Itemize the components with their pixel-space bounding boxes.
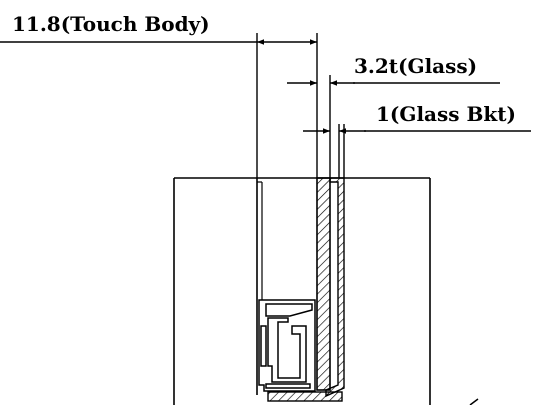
touch-body (256, 178, 263, 395)
glass-bracket (325, 177, 345, 398)
frame-inner-channel (267, 317, 307, 383)
dim-touch-body-label: 11.8(Touch Body) (12, 12, 210, 36)
enclosure (173, 177, 431, 405)
tick-mark-line (469, 398, 479, 405)
frame-profile (258, 299, 316, 392)
dim-touch-body: 11.8(Touch Body) (0, 12, 317, 45)
glass-bracket-profile (325, 177, 345, 398)
frame-base (265, 383, 311, 389)
dim-glass-bkt-label: 1(Glass Bkt) (376, 102, 516, 126)
tick-mark (469, 398, 479, 405)
extension-lines (256, 33, 345, 178)
frame-slot-left (260, 325, 267, 367)
dim-glass: 3.2t(Glass) (287, 54, 500, 86)
bottom-frame (267, 391, 343, 402)
glass (316, 177, 331, 391)
frame-top-flange (265, 303, 313, 317)
dim-glass-label: 3.2t(Glass) (354, 54, 477, 78)
dim-glass-bkt: 1(Glass Bkt) (303, 102, 531, 134)
frame-outer-profile (258, 299, 316, 392)
bottom-frame-strip (267, 391, 343, 402)
glass-panel (316, 177, 331, 391)
